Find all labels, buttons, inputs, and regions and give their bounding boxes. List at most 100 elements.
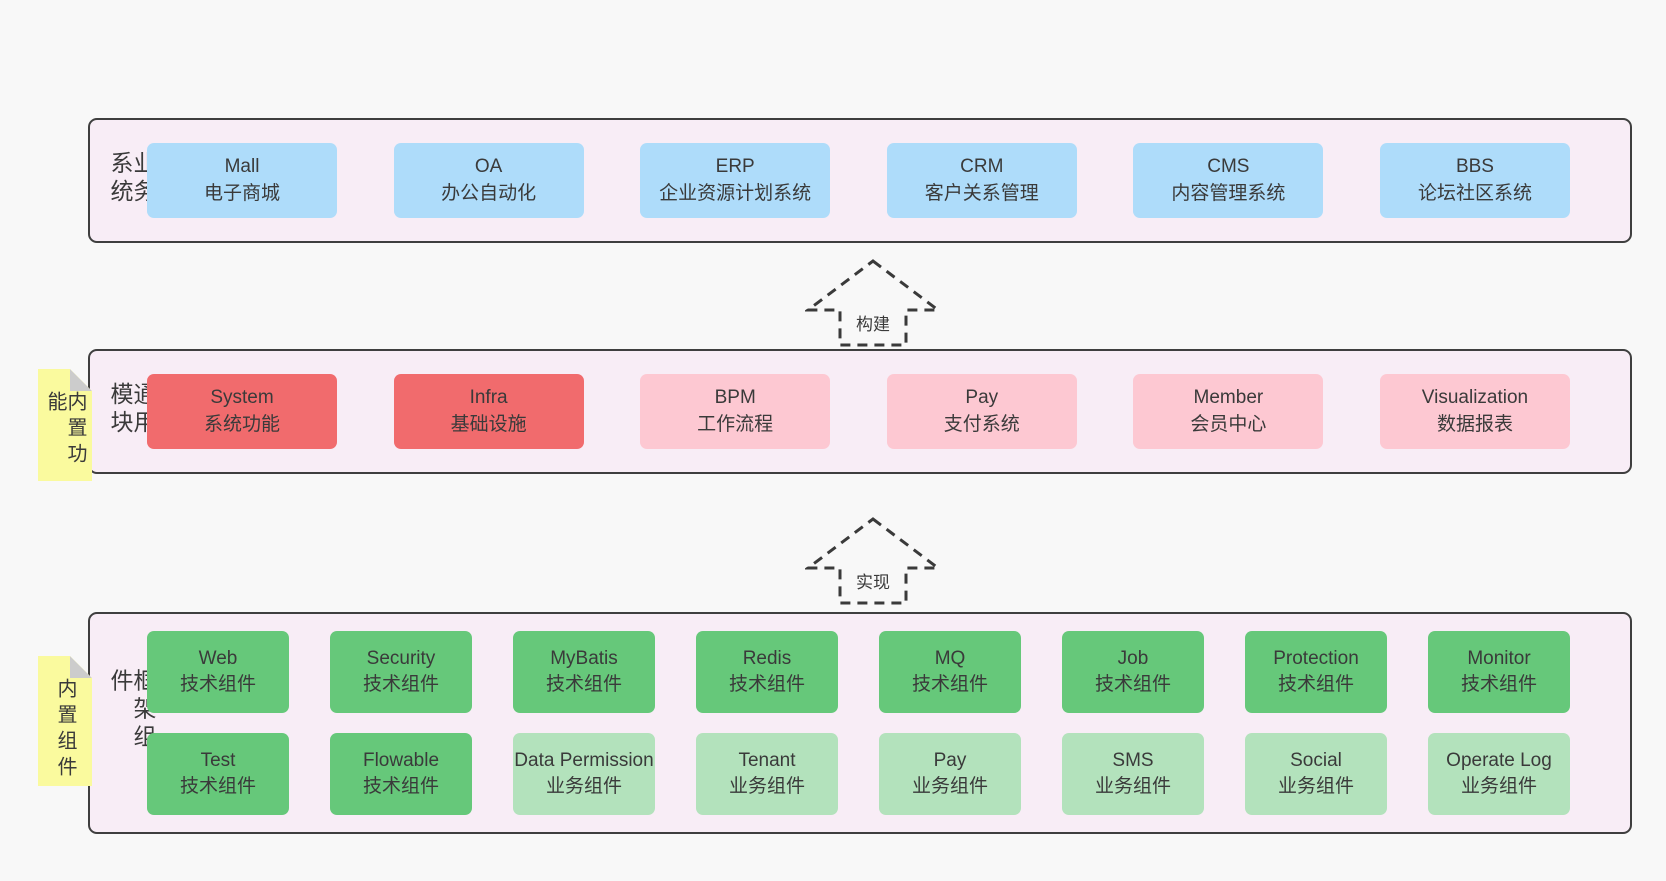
module-box-protection: Protection 技术组件 [1245, 631, 1387, 713]
sticky-note-text: 内置功能 [44, 391, 86, 469]
module-name-en: MyBatis [550, 647, 618, 669]
module-box-security: Security 技术组件 [330, 631, 472, 713]
module-box-pay: Pay 支付系统 [886, 374, 1077, 449]
folded-corner-icon [70, 656, 92, 678]
module-box-test: Test 技术组件 [147, 733, 289, 815]
up-arrow-icon [805, 259, 941, 347]
module-name-zh: 技术组件 [1094, 674, 1171, 695]
module-box-erp: ERP 企业资源计划系统 [640, 143, 831, 218]
module-name-en: Web [198, 647, 238, 669]
module-name-zh: 工作流程 [697, 413, 774, 435]
module-name-zh: 技术组件 [362, 776, 439, 797]
module-box-pay: Pay 业务组件 [879, 733, 1021, 815]
module-name-zh: 业务组件 [545, 776, 622, 797]
module-name-zh: 内容管理系统 [1171, 182, 1286, 204]
module-name-zh: 技术组件 [1277, 674, 1354, 695]
module-name-zh: 数据报表 [1436, 413, 1513, 435]
implement-arrow: 实现 [805, 516, 941, 606]
module-name-zh: 业务组件 [1460, 776, 1537, 797]
module-name-en: Pay [933, 749, 967, 771]
module-name-en: System [210, 387, 274, 409]
sticky-note-builtin-features: 内置功能 [38, 369, 92, 481]
module-box-system: System 系统功能 [147, 374, 337, 449]
sticky-note-builtin-components: 内置组件 [38, 656, 92, 786]
module-box-monitor: Monitor 技术组件 [1428, 631, 1570, 713]
module-name-zh: 论坛社区系统 [1417, 182, 1532, 204]
module-name-zh: 企业资源计划系统 [659, 182, 812, 204]
module-box-visualization: Visualization 数据报表 [1379, 374, 1570, 449]
module-name-zh: 支付系统 [943, 413, 1020, 435]
module-box-bbs: BBS 论坛社区系统 [1379, 143, 1570, 218]
module-box-mybatis: MyBatis 技术组件 [513, 631, 655, 713]
folded-corner-icon [70, 369, 92, 391]
module-name-en: Monitor [1467, 647, 1531, 669]
module-name-en: BBS [1455, 156, 1494, 178]
build-arrow-label: 构建 [853, 310, 893, 335]
module-box-member: Member 会员中心 [1133, 374, 1324, 449]
module-name-zh: 系统功能 [203, 413, 280, 435]
module-name-en: MQ [934, 647, 966, 669]
module-name-zh: 业务组件 [1094, 776, 1171, 797]
module-name-zh: 客户关系管理 [924, 182, 1039, 204]
module-box-sms: SMS 业务组件 [1062, 733, 1204, 815]
module-name-en: Pay [965, 387, 999, 409]
module-name-en: CMS [1207, 156, 1250, 178]
module-box-cms: CMS 内容管理系统 [1133, 143, 1324, 218]
module-name-en: Job [1117, 647, 1149, 669]
module-box-tenant: Tenant 业务组件 [696, 733, 838, 815]
module-box-data-permission: Data Permission 业务组件 [513, 733, 655, 815]
module-name-en: Redis [742, 647, 792, 669]
module-name-zh: 业务组件 [728, 776, 805, 797]
module-name-en: Test [200, 749, 236, 771]
module-name-en: Protection [1273, 647, 1359, 669]
up-arrow-icon [805, 517, 941, 605]
module-box-flowable: Flowable 技术组件 [330, 733, 472, 815]
module-name-zh: 会员中心 [1190, 413, 1267, 435]
module-box-redis: Redis 技术组件 [696, 631, 838, 713]
module-name-zh: 电子商城 [203, 182, 280, 204]
module-name-zh: 技术组件 [728, 674, 805, 695]
module-name-en: Member [1193, 387, 1264, 409]
module-name-en: BPM [714, 387, 756, 409]
module-name-en: Data Permission [514, 749, 654, 771]
module-name-zh: 技术组件 [1460, 674, 1537, 695]
module-name-en: Security [366, 647, 436, 669]
module-name-zh: 技术组件 [179, 674, 256, 695]
module-name-zh: 业务组件 [1277, 776, 1354, 797]
module-name-en: Flowable [362, 749, 440, 771]
module-name-en: Social [1290, 749, 1342, 771]
module-name-en: OA [474, 156, 503, 178]
implement-arrow-label: 实现 [853, 568, 893, 593]
module-name-zh: 办公自动化 [441, 182, 537, 204]
module-box-mq: MQ 技术组件 [879, 631, 1021, 713]
module-name-en: Visualization [1421, 387, 1529, 409]
module-name-zh: 技术组件 [362, 674, 439, 695]
module-name-zh: 技术组件 [545, 674, 622, 695]
module-name-zh: 技术组件 [179, 776, 256, 797]
module-box-job: Job 技术组件 [1062, 631, 1204, 713]
module-box-crm: CRM 客户关系管理 [886, 143, 1077, 218]
sticky-note-text: 内置组件 [54, 678, 76, 782]
module-box-infra: Infra 基础设施 [393, 374, 584, 449]
module-name-en: ERP [715, 156, 755, 178]
common-modules-row: System 系统功能 Infra 基础设施 BPM 工作流程 Pay 支付系统 Member 会… [147, 374, 1570, 449]
module-box-oa: OA 办公自动化 [393, 143, 584, 218]
module-box-web: Web 技术组件 [147, 631, 289, 713]
module-name-zh: 技术组件 [911, 674, 988, 695]
module-name-en: Infra [469, 387, 508, 409]
module-name-en: Operate Log [1446, 749, 1552, 771]
module-box-social: Social 业务组件 [1245, 733, 1387, 815]
module-name-en: SMS [1112, 749, 1154, 771]
module-name-en: CRM [960, 156, 1004, 178]
module-name-en: Tenant [738, 749, 796, 771]
module-name-zh: 业务组件 [911, 776, 988, 797]
module-name-zh: 基础设施 [450, 413, 527, 435]
